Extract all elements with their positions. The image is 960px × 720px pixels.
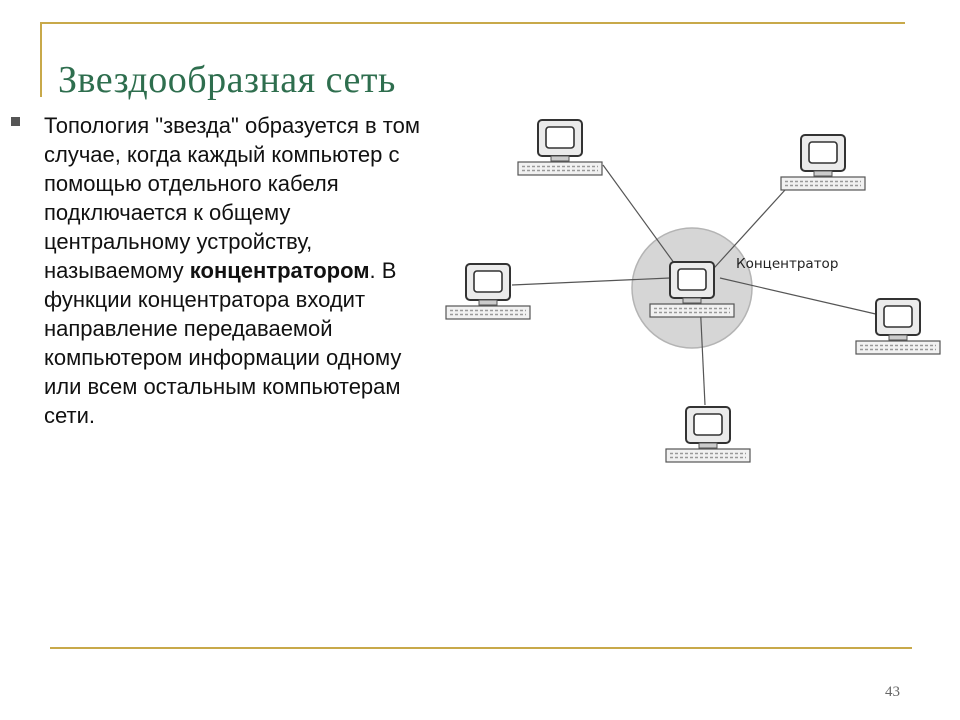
computer-icon: [445, 263, 531, 320]
cable-left: [511, 277, 671, 286]
page-number: 43: [885, 684, 900, 700]
footer-rule: [50, 647, 912, 649]
computer-icon: [517, 119, 603, 176]
bullet-text-part-1: Топология "звезда" образуется в том случ…: [44, 113, 420, 283]
bullet-text: Топология "звезда" образуется в том случ…: [44, 111, 424, 430]
slide-title: Звездообразная сеть: [58, 59, 396, 101]
computer-icon: [855, 298, 941, 355]
star-topology-diagram: Концентратор: [445, 119, 941, 463]
cable-top-right: [704, 189, 786, 279]
frame-left-rule: [40, 22, 42, 97]
bullet-text-part-2: . В функции концентратора входит направл…: [44, 258, 402, 428]
cable-right: [719, 277, 881, 316]
hub-label: Концентратор: [736, 256, 838, 272]
computer-icon: [780, 134, 866, 191]
connection-lines: [511, 164, 881, 406]
computer-icon: [665, 406, 751, 463]
cable-top-left: [602, 164, 686, 279]
bullet-text-emphasis: концентратором: [189, 258, 370, 283]
frame-top-rule: [40, 22, 905, 24]
bullet-marker: [11, 117, 20, 126]
